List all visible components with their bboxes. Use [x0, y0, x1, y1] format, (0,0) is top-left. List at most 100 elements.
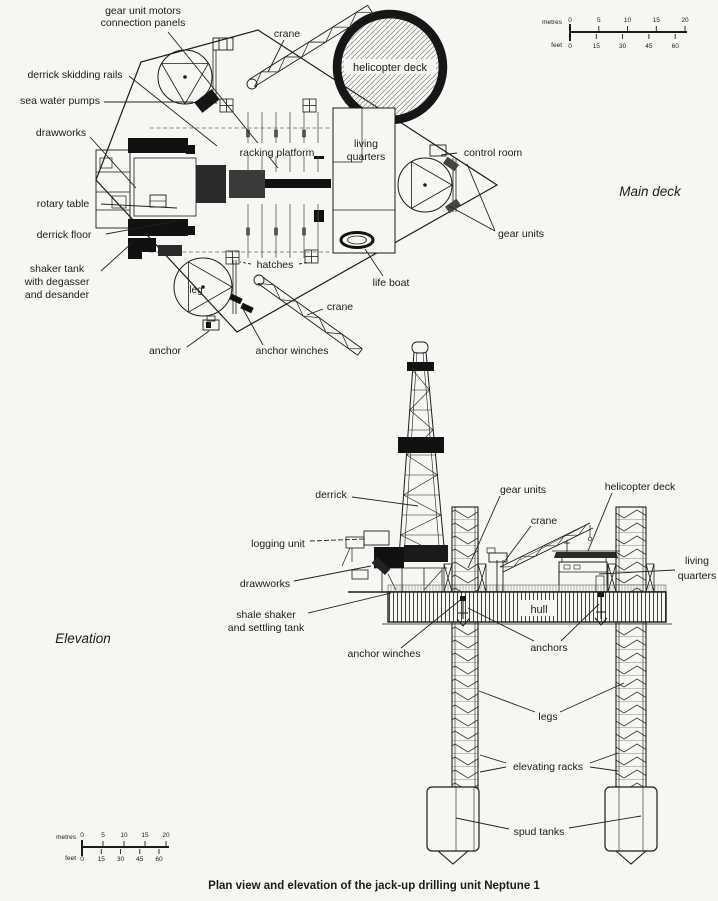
- scale-top-f60: 60: [672, 43, 680, 50]
- elev-spud-tank-right: [604, 786, 658, 865]
- plan-label-hatches: hatches: [257, 259, 294, 271]
- elev-helicopter-deck: [552, 550, 620, 563]
- plan-label-living-2: quarters: [347, 151, 386, 163]
- elev-label-texts: derrick gear units crane helicopter deck…: [55, 481, 716, 838]
- plan-label-gear-unit-motors-2: connection panels: [101, 17, 186, 29]
- plan-label-gear-units: gear units: [498, 228, 544, 240]
- elev-label-derrick: derrick: [315, 489, 347, 501]
- scale-bot-f15: 15: [98, 856, 106, 863]
- plan-sea-water-pumps: [194, 89, 220, 113]
- elev-hull: hull: [382, 591, 672, 625]
- scale-bar-bottom: metres feet 0 5 10 15 20 0 15 30 45 60: [56, 832, 170, 863]
- scale-bot-f60: 60: [155, 856, 163, 863]
- plan-label-drawworks: drawworks: [36, 127, 86, 139]
- plan-living-quarters: [332, 107, 396, 254]
- elev-leg-left: [451, 506, 479, 791]
- plan-leg-bottom-left: [173, 257, 237, 317]
- plan-shaker-tank: [128, 238, 182, 259]
- plan-hatches: [219, 98, 319, 265]
- plan-label-anchor-winches: anchor winches: [256, 345, 329, 357]
- scale-top-f15: 15: [593, 43, 601, 50]
- plan-gear-unit-ne: [442, 156, 460, 172]
- plan-crane-bottom-boom: [253, 274, 363, 356]
- scale-metres-label-bottom: metres: [56, 834, 77, 841]
- scale-top-m0: 0: [568, 17, 572, 24]
- elev-label-spud-tanks: spud tanks: [514, 826, 565, 838]
- plan-label-control-room: control room: [464, 147, 523, 159]
- elev-substructure: [341, 530, 448, 592]
- elev-label-living-1: living: [685, 555, 709, 567]
- elev-anchor-left: [456, 596, 470, 627]
- elev-label-shale-2: and settling tank: [228, 622, 305, 634]
- plan-label-texts: gear unit motors connection panels crane…: [20, 5, 682, 357]
- elev-leaders: [293, 492, 676, 830]
- elev-label-legs: legs: [538, 711, 557, 723]
- plan-helicopter-deck-label: helicopter deck: [353, 62, 427, 74]
- elev-label-anchors: anchors: [530, 642, 567, 654]
- plan-label-leg: leg: [189, 285, 202, 296]
- plan-label-gear-unit-motors-1: gear unit motors: [105, 5, 181, 17]
- elev-label-helicopter-deck: helicopter deck: [605, 481, 676, 493]
- elev-label-drawworks: drawworks: [240, 578, 290, 590]
- plan-leg-top-left: [157, 49, 217, 105]
- scale-bot-m15: 15: [141, 832, 149, 839]
- plan-anchor-winches-machines: [229, 293, 254, 314]
- plan-label-shaker-1: shaker tank: [30, 263, 85, 275]
- scale-bar-top: metres feet 0 5 10 15 20 0 15 30 45 60: [542, 17, 689, 50]
- plan-helicopter-deck: helicopter deck: [332, 9, 448, 125]
- plan-crane-top-boom: [246, 4, 373, 90]
- plan-leaders: [89, 31, 496, 348]
- plan-pipe-racks: [246, 112, 319, 258]
- plan-label-derrick-floor: derrick floor: [37, 229, 92, 241]
- elev-label-living-2: quarters: [678, 570, 717, 582]
- plan-view-label: Main deck: [619, 184, 682, 199]
- elev-label-elevating-racks: elevating racks: [513, 761, 583, 773]
- plan-control-room-box: [429, 144, 447, 157]
- plan-label-life-boat: life boat: [373, 277, 410, 289]
- scale-bot-m0: 0: [80, 832, 84, 839]
- elev-anchor-right: [594, 592, 608, 626]
- elev-label-gear-units: gear units: [500, 484, 546, 496]
- scale-top-m20: 20: [681, 17, 689, 24]
- elev-spud-tank-left: [426, 786, 480, 865]
- scale-bot-m20: 20: [162, 832, 170, 839]
- scale-top-f45: 45: [645, 43, 653, 50]
- scale-bot-m5: 5: [101, 832, 105, 839]
- plan-label-living-1: living: [354, 138, 378, 150]
- plan-view: helicopter deck: [20, 4, 682, 357]
- elev-living-quarters: [558, 540, 608, 593]
- elev-label-logging-unit: logging unit: [251, 538, 305, 550]
- scale-top-f30: 30: [619, 43, 627, 50]
- plan-label-crane-top: crane: [274, 28, 300, 40]
- plan-gear-unit-se: [444, 198, 462, 214]
- scale-top-m15: 15: [653, 17, 661, 24]
- plan-anchor-machine: [202, 315, 220, 331]
- scale-bot-f0: 0: [80, 856, 84, 863]
- plan-motors-box: [212, 37, 234, 51]
- scale-bot-f45: 45: [136, 856, 144, 863]
- scale-top-f0: 0: [568, 43, 572, 50]
- scale-bot-f30: 30: [117, 856, 125, 863]
- plan-label-rotary-table: rotary table: [37, 198, 90, 210]
- plan-label-crane-bottom: crane: [327, 301, 353, 313]
- elev-label-anchor-winches: anchor winches: [348, 648, 421, 660]
- plan-derrick-floor-structures: [95, 138, 331, 236]
- elev-label-shale-1: shale shaker: [236, 609, 296, 621]
- scale-top-m5: 5: [597, 17, 601, 24]
- elev-label-crane: crane: [531, 515, 557, 527]
- plan-life-boat: [339, 231, 375, 249]
- scale-feet-label-bottom: feet: [65, 855, 76, 862]
- elev-derrick: [398, 341, 446, 558]
- scale-bot-m10: 10: [120, 832, 128, 839]
- plan-label-racking-platform: racking platform: [240, 147, 315, 159]
- plan-label-derrick-skidding-rails: derrick skidding rails: [27, 69, 122, 81]
- figure-caption: Plan view and elevation of the jack-up d…: [208, 880, 540, 892]
- scale-feet-label-top: feet: [551, 42, 562, 49]
- plan-label-sea-water-pumps: sea water pumps: [20, 95, 100, 107]
- plan-label-shaker-3: and desander: [25, 289, 90, 301]
- elev-leg-right: [615, 506, 647, 791]
- elevation-view: hull: [55, 341, 716, 865]
- elev-hull-label: hull: [530, 604, 547, 616]
